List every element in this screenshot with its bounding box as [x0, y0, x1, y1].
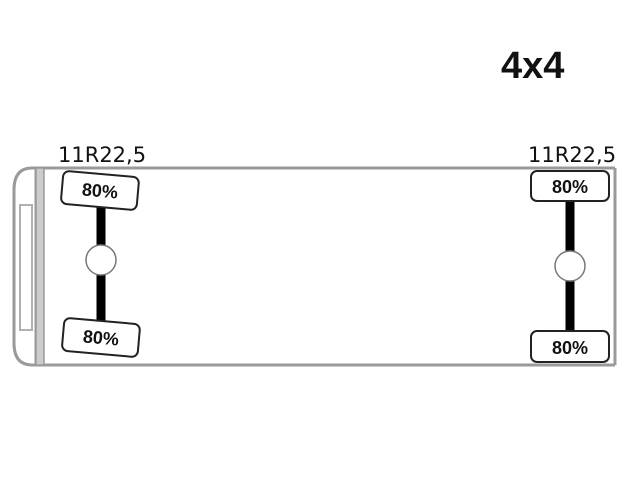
rear-bottom-tire[interactable]: 80% — [530, 330, 610, 363]
rear-top-tread-depth: 80% — [552, 177, 588, 197]
front-bottom-tire[interactable]: 80% — [61, 317, 141, 358]
front-axle: 11R22,5 80% 80% — [58, 143, 146, 358]
rear-top-tire[interactable]: 80% — [530, 170, 610, 202]
front-tire-size-label: 11R22,5 — [58, 143, 146, 167]
rear-axle: 11R22,5 80% 80% — [528, 143, 616, 363]
drive-configuration-label: 4x4 — [501, 45, 564, 87]
front-bottom-tread-depth: 80% — [82, 326, 120, 349]
rear-differential — [554, 250, 586, 282]
rear-tire-size-label: 11R22,5 — [528, 143, 616, 167]
front-top-tread-depth: 80% — [81, 179, 119, 202]
front-top-tire[interactable]: 80% — [60, 170, 140, 211]
cab-bulkhead — [35, 167, 45, 366]
front-differential — [85, 244, 117, 276]
front-grille — [19, 204, 33, 331]
cab-front — [12, 166, 45, 367]
rear-bottom-tread-depth: 80% — [552, 338, 588, 358]
